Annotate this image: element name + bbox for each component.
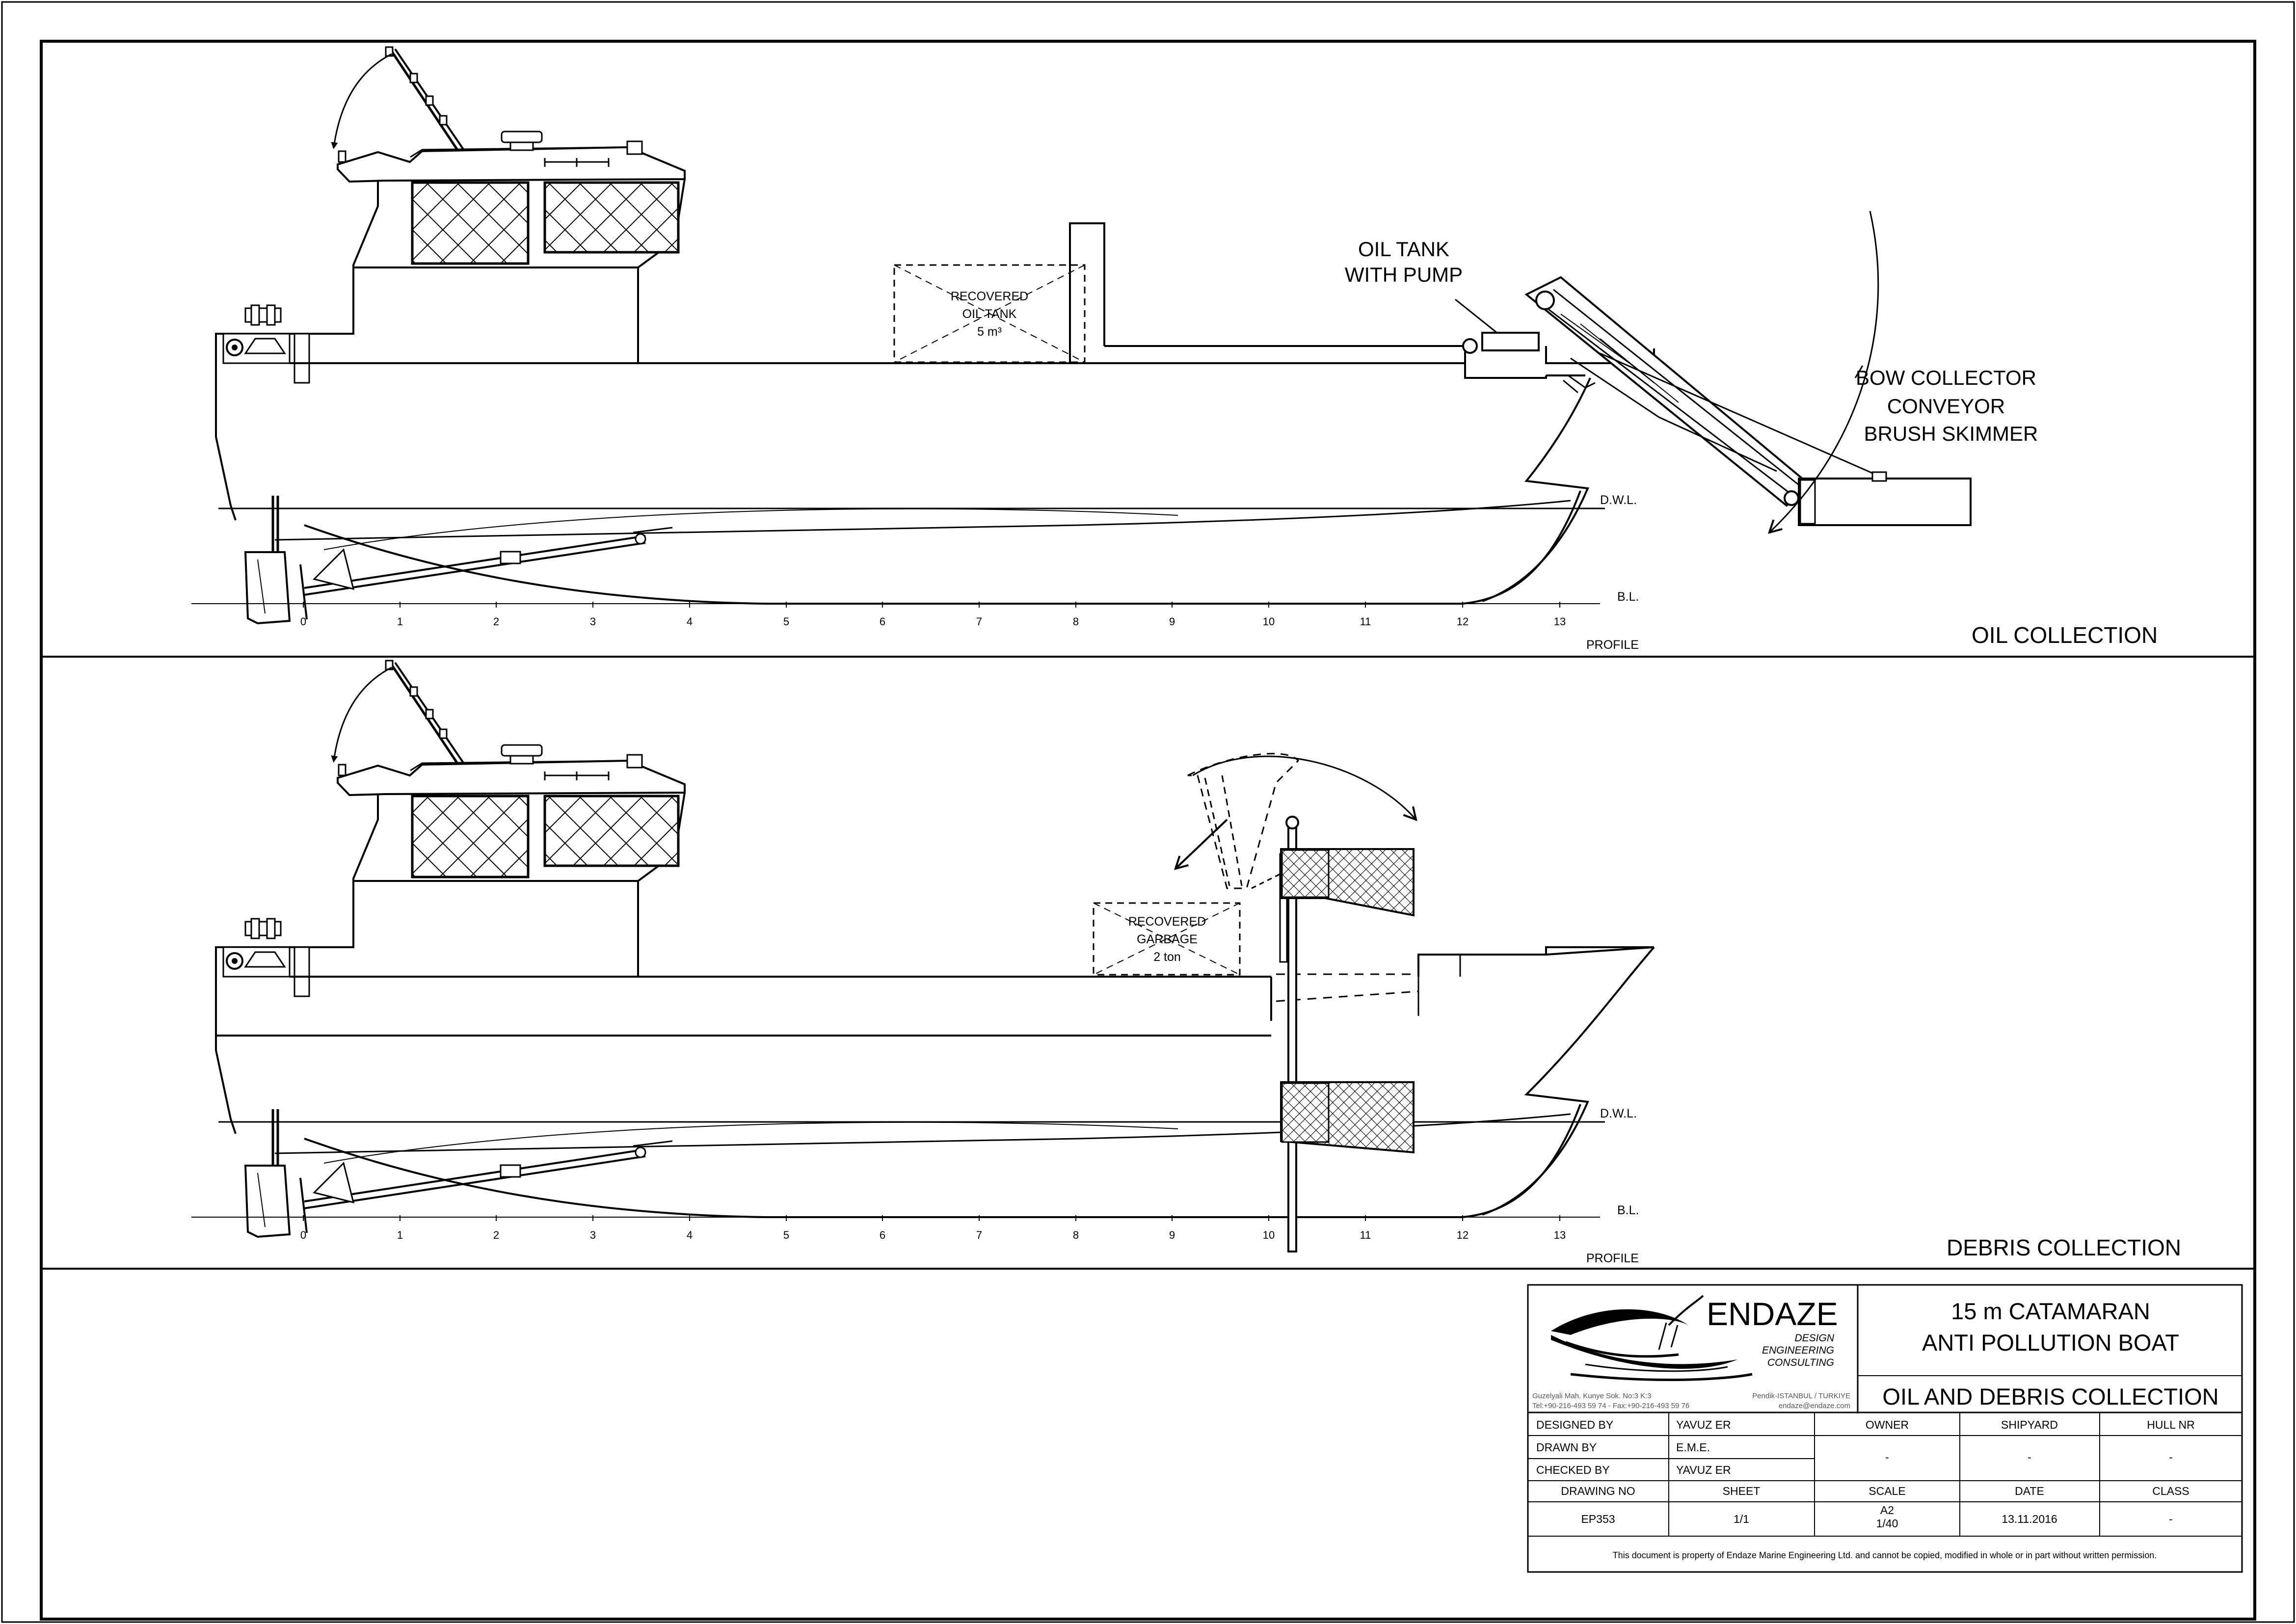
frame-number: 4 bbox=[687, 615, 693, 628]
company-tagline: DESIGN bbox=[1794, 1332, 1834, 1344]
callout-oil-tank-pump: WITH PUMP bbox=[1345, 263, 1463, 286]
company-address: Guzelyali Mah. Kunye Sok. No:3 K:3 bbox=[1532, 1392, 1652, 1400]
frame-numbers: 0 1 2 3 4 5 6 7 8 9 10 11 12 13 bbox=[300, 1229, 1566, 1241]
pump-tank bbox=[1481, 332, 1540, 351]
frame-number: 6 bbox=[880, 615, 885, 628]
garbage-label-line: 2 ton bbox=[1153, 950, 1181, 964]
frame-number: 13 bbox=[1554, 1229, 1566, 1241]
company-address: Pendik-ISTANBUL / TURKIYE bbox=[1752, 1392, 1850, 1400]
dwl-label: D.W.L. bbox=[1600, 493, 1637, 507]
frame-number: 3 bbox=[590, 615, 596, 628]
checked-by-value: YAVUZ ER bbox=[1676, 1464, 1731, 1476]
company-address: Tel:+90-216-493 59 74 - Fax:+90-216-493 … bbox=[1532, 1402, 1689, 1410]
frame-number: 8 bbox=[1073, 615, 1079, 628]
hull-nr-header: HULL NR bbox=[2147, 1418, 2195, 1431]
designed-by-label: DESIGNED BY bbox=[1536, 1418, 1613, 1431]
frame-number: 9 bbox=[1169, 615, 1175, 628]
company-name: ENDAZE bbox=[1707, 1296, 1838, 1332]
bow-collector-conveyor bbox=[1524, 276, 1972, 526]
frame-number: 7 bbox=[976, 615, 982, 628]
company-tagline: CONSULTING bbox=[1767, 1357, 1834, 1368]
debris-collection-view: RECOVERED GARBAGE 2 ton D.W.L. B.L. 0 1 … bbox=[191, 661, 2181, 1265]
company-address: endaze@endaze.com bbox=[1779, 1402, 1850, 1410]
frame-number: 1 bbox=[397, 615, 403, 628]
frame-number: 6 bbox=[880, 1229, 885, 1241]
callout-bow-collector: BRUSH SKIMMER bbox=[1864, 422, 2038, 445]
frame-numbers: 0 1 2 3 4 5 6 7 8 9 10 11 12 13 bbox=[300, 615, 1566, 628]
drawn-by-value: E.M.E. bbox=[1676, 1441, 1710, 1454]
frame-number: 5 bbox=[783, 1229, 789, 1241]
shipyard-header: SHIPYARD bbox=[2001, 1418, 2058, 1431]
frame-number: 10 bbox=[1263, 1229, 1275, 1241]
callout-bow-collector: BOW COLLECTOR bbox=[1856, 366, 2036, 389]
frame-number: 3 bbox=[590, 1229, 596, 1241]
tank-label-line: OIL TANK bbox=[962, 307, 1017, 321]
project-title: 15 m CATAMARAN bbox=[1951, 1298, 2150, 1324]
endaze-logo bbox=[1551, 1295, 1753, 1382]
shipyard-value: - bbox=[2028, 1451, 2031, 1464]
sheet-value: 1/1 bbox=[1734, 1513, 1749, 1525]
frame-number: 1 bbox=[397, 1229, 403, 1241]
class-value: - bbox=[2169, 1513, 2173, 1525]
checked-by-label: CHECKED BY bbox=[1536, 1464, 1610, 1476]
debris-net-collector bbox=[1175, 753, 1416, 1252]
garbage-label-line: RECOVERED bbox=[1128, 915, 1206, 929]
drawing-title: OIL AND DEBRIS COLLECTION bbox=[1882, 1384, 2218, 1410]
scale-value: 1/40 bbox=[1876, 1517, 1898, 1530]
view-title: DEBRIS COLLECTION bbox=[1947, 1235, 2181, 1260]
recovered-garbage-area bbox=[1093, 902, 1241, 976]
view-title: OIL COLLECTION bbox=[1972, 622, 2158, 648]
drawing-no-value: EP353 bbox=[1581, 1513, 1615, 1525]
frame-number: 8 bbox=[1073, 1229, 1079, 1241]
owner-header: OWNER bbox=[1866, 1418, 1909, 1431]
frame-number: 12 bbox=[1457, 1229, 1468, 1241]
profile-label: PROFILE bbox=[1586, 638, 1639, 652]
recovered-oil-tank bbox=[893, 264, 1086, 363]
callout-bow-collector: CONVEYOR bbox=[1887, 395, 2005, 418]
project-title: ANTI POLLUTION BOAT bbox=[1922, 1330, 2179, 1356]
tank-label-line: 5 m³ bbox=[977, 325, 1002, 339]
frame-number: 11 bbox=[1360, 1229, 1371, 1241]
frame-number: 0 bbox=[300, 615, 306, 628]
designed-by-value: YAVUZ ER bbox=[1676, 1418, 1731, 1431]
copyright-note: This document is property of Endaze Mari… bbox=[1613, 1550, 2157, 1560]
class-header: CLASS bbox=[2152, 1485, 2189, 1497]
frame-number: 2 bbox=[493, 1229, 499, 1241]
title-block: ENDAZE DESIGN ENGINEERING CONSULTING Guz… bbox=[1527, 1284, 2243, 1573]
drawn-by-label: DRAWN BY bbox=[1536, 1441, 1597, 1454]
frame-number: 9 bbox=[1169, 1229, 1175, 1241]
frame-number: 5 bbox=[783, 615, 789, 628]
sheet-header: SHEET bbox=[1723, 1485, 1761, 1497]
bl-label: B.L. bbox=[1617, 590, 1639, 604]
hull-nr-value: - bbox=[2169, 1451, 2173, 1464]
frame-number: 13 bbox=[1554, 615, 1566, 628]
bl-label: B.L. bbox=[1617, 1203, 1639, 1217]
date-header: DATE bbox=[2015, 1485, 2044, 1497]
date-value: 13.11.2016 bbox=[2002, 1513, 2057, 1525]
drawing-no-header: DRAWING NO bbox=[1561, 1485, 1635, 1497]
owner-value: - bbox=[1885, 1451, 1889, 1464]
company-tagline: ENGINEERING bbox=[1762, 1345, 1834, 1356]
frame-number: 4 bbox=[687, 1229, 693, 1241]
scale-header: SCALE bbox=[1869, 1485, 1905, 1497]
frame-number: 0 bbox=[300, 1229, 306, 1241]
frame-number: 7 bbox=[976, 1229, 982, 1241]
drawing-frame bbox=[40, 40, 2256, 1621]
frame-number: 2 bbox=[493, 615, 499, 628]
frame-number: 11 bbox=[1360, 615, 1371, 628]
frame-number: 12 bbox=[1457, 615, 1468, 628]
tank-label-line: RECOVERED bbox=[951, 290, 1028, 303]
oil-collection-view: RECOVERED OIL TANK 5 m³ OIL TANK WITH PU… bbox=[191, 47, 2158, 652]
dwl-label: D.W.L. bbox=[1600, 1107, 1637, 1120]
callout-oil-tank-pump: OIL TANK bbox=[1358, 238, 1449, 261]
frame-number: 10 bbox=[1263, 615, 1275, 628]
profile-label: PROFILE bbox=[1586, 1251, 1639, 1265]
garbage-label-line: GARBAGE bbox=[1137, 932, 1198, 946]
scale-value: A2 bbox=[1880, 1504, 1894, 1517]
